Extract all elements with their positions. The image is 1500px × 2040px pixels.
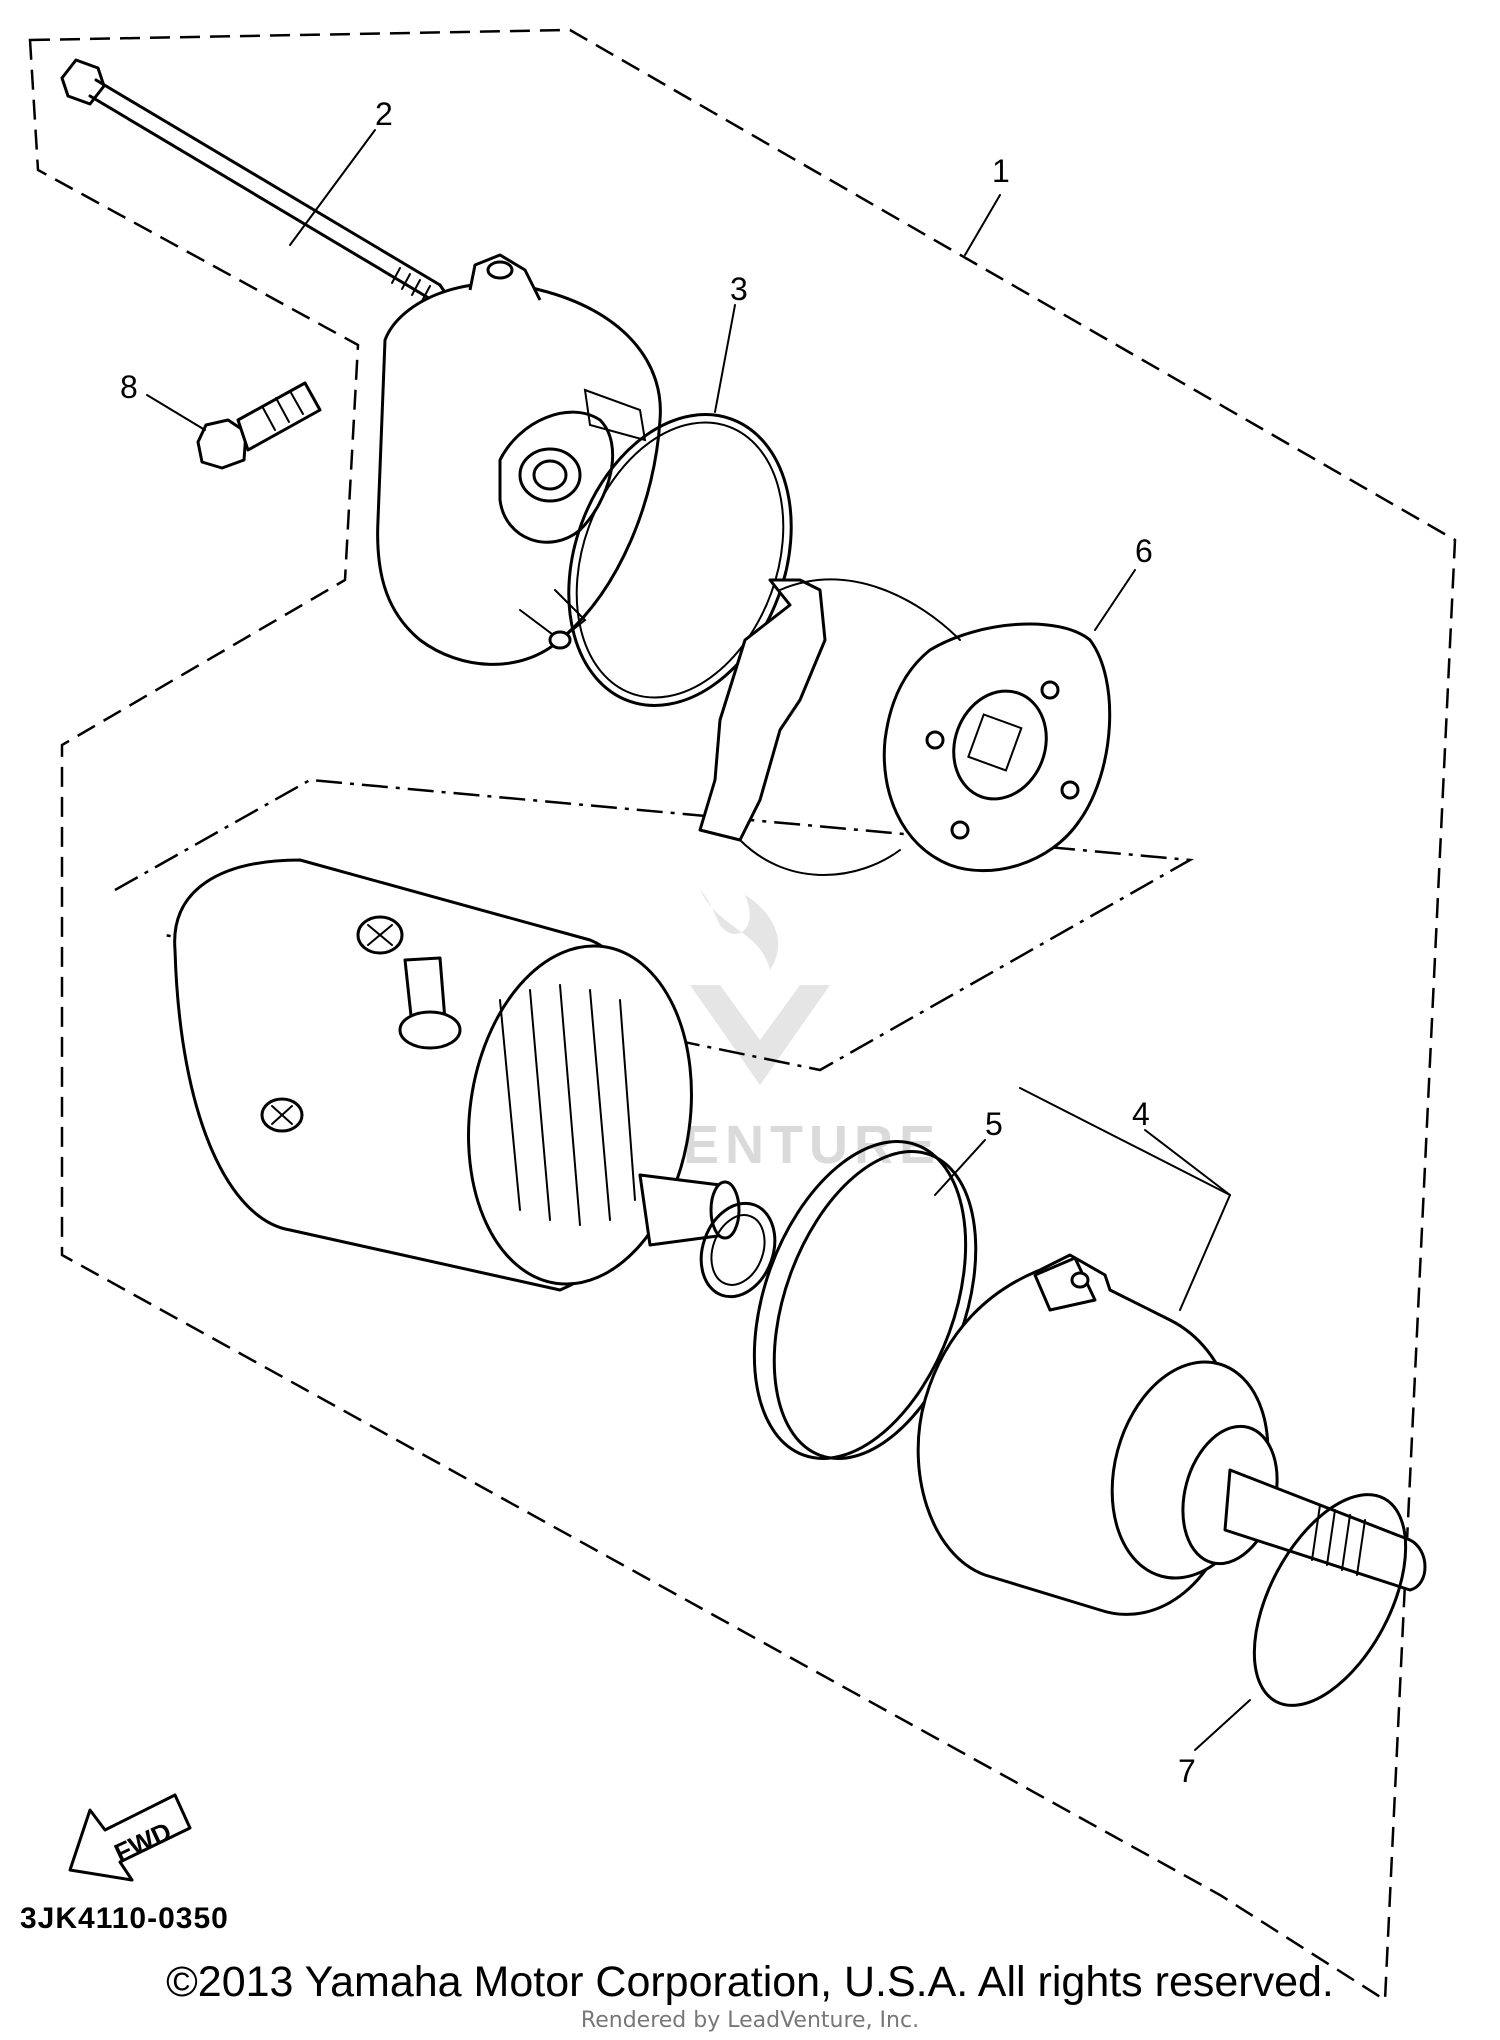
leader-line-4a	[1144, 1129, 1231, 1196]
long-bolt	[60, 58, 448, 302]
leader-line-4b	[1019, 1087, 1231, 1196]
leader-line-7	[1194, 1699, 1251, 1751]
callout-8: 8	[120, 369, 138, 405]
callout-1: 1	[992, 153, 1010, 189]
diagram-code: 3JK4110-0350	[20, 1902, 229, 1935]
callouts: 1 2 3 4 5 6 7 8	[120, 96, 1196, 1789]
callout-3: 3	[730, 271, 748, 307]
leader-line-8	[146, 394, 206, 431]
o-ring-7	[1252, 1493, 1408, 1707]
rear-cover	[376, 253, 662, 666]
yoke-housing	[173, 858, 741, 1292]
leader-line-3	[714, 304, 736, 413]
washer-small	[699, 1201, 777, 1299]
callout-5: 5	[985, 1106, 1003, 1142]
leader-line-6	[1094, 569, 1136, 631]
copyright-notice: ©2013 Yamaha Motor Corporation, U.S.A. A…	[166, 1958, 1334, 2006]
leader-line-4c	[1179, 1194, 1231, 1311]
leader-line-5	[934, 1139, 986, 1196]
front-cover	[916, 1253, 1427, 1616]
leader-lines	[146, 129, 1251, 1751]
fwd-direction-arrow: FWD	[68, 1793, 192, 1882]
leader-line-2	[289, 129, 376, 246]
rendered-by-credit: Rendered by LeadVenture, Inc.	[580, 2008, 920, 2033]
leader-line-1	[964, 194, 1001, 256]
callout-7: 7	[1178, 1753, 1196, 1789]
callout-4: 4	[1132, 1096, 1150, 1132]
o-ring-3	[567, 413, 793, 707]
brush-holder-plate	[698, 578, 1112, 876]
callout-2: 2	[375, 96, 393, 132]
assembly-boundary	[28, 28, 1457, 2003]
callout-6: 6	[1135, 533, 1153, 569]
flange-bolt	[196, 381, 322, 470]
